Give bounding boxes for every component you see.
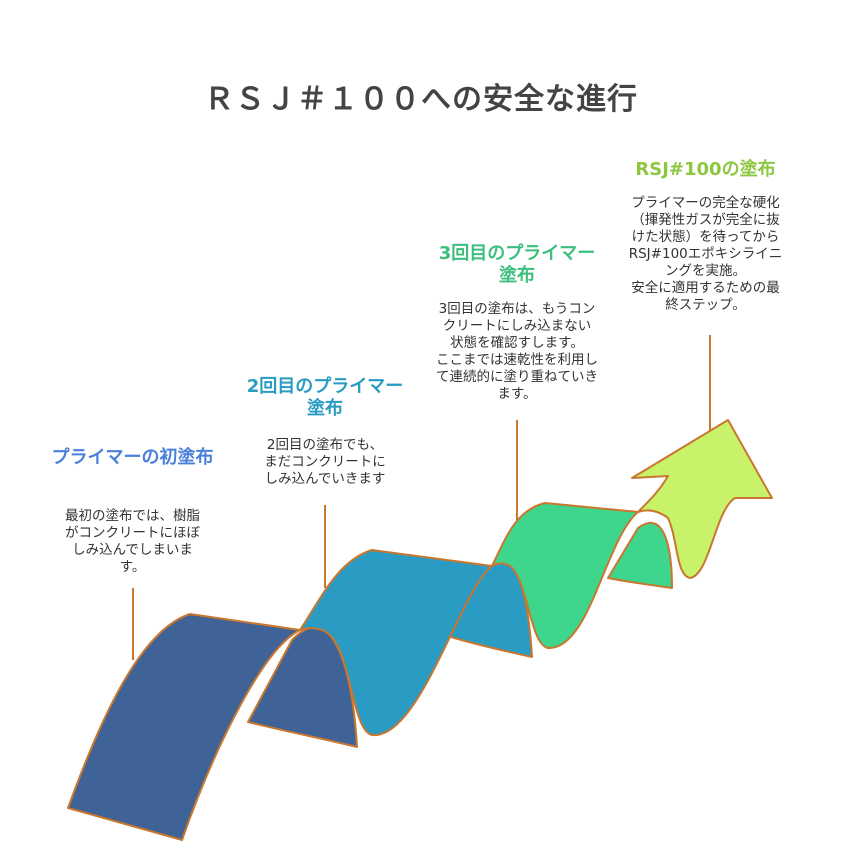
- step2-description: 2回目の塗布でも、 まだコンクリートに しみ込んでいきます: [264, 437, 386, 487]
- step3-heading: 3回目のプライマー塗布: [438, 243, 596, 286]
- step4-description: プライマーの完全な硬化 （揮発性ガスが完全に抜 けた状態）を待ってから RSJ#…: [628, 195, 783, 313]
- wave-segment-2: [299, 549, 493, 737]
- step2-heading: 2回目のプライマー塗布: [246, 376, 404, 419]
- wave-segment-3: [491, 502, 639, 650]
- page-title: ＲＳＪ＃１００への安全な進行: [204, 82, 638, 117]
- wave-segment-3-fold: [607, 521, 673, 589]
- step4-heading: RSJ#100の塗布: [635, 159, 776, 180]
- step1-heading: プライマーの初塗布: [51, 447, 214, 468]
- arrow-segment-4: [631, 419, 773, 579]
- step1-description: 最初の塗布では、樹脂 がコンクリートにほぼ しみ込んでしまいま す。: [65, 508, 200, 575]
- step3-description: 3回目の塗布は、もうコン クリートにしみ込まない 状態を確認すします。 ここまで…: [436, 301, 598, 402]
